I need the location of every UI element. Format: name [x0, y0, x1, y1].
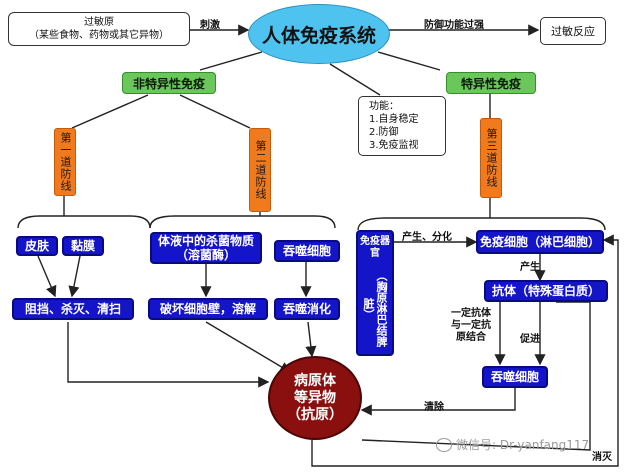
phagocytic-digestion-box: 吞噬消化	[274, 298, 340, 320]
function-item-3: 3.免疫监视	[369, 140, 419, 151]
functions-box: 功能： 1.自身稳定 2.防御 3.免疫监视	[358, 96, 446, 156]
promote-label: 促进	[520, 334, 540, 345]
function-item-2: 2.防御	[369, 127, 399, 138]
clear-label: 清除	[424, 402, 444, 413]
pathogen-line1: 病原体	[294, 372, 336, 389]
allergen-title: 过敏原	[84, 17, 114, 28]
antibody-box: 抗体（特殊蛋白质）	[484, 280, 608, 302]
bactericidal-line2: （溶菌酶）	[175, 248, 236, 262]
eliminate-label: 消灭	[592, 452, 612, 463]
immune-organs-box: 免疫器官 （胸原淋巴结脾脏）	[356, 230, 394, 356]
first-line-defense: 第一道防线	[54, 128, 76, 196]
produce-label: 产生	[520, 262, 540, 273]
bactericidal-line1: 体液中的杀菌物质	[157, 234, 254, 248]
immune-system-ellipse: 人体免疫系统	[248, 4, 390, 64]
defense-overstrong-label: 防御功能过强	[424, 20, 484, 31]
watermark: 微信号: Dr-yanfang117	[436, 436, 589, 453]
allergen-examples: （某些食物、药物或其它异物）	[29, 30, 169, 41]
specific-immunity-box: 特异性免疫	[446, 72, 536, 94]
immune-cells-box: 免疫细胞（淋巴细胞）	[476, 230, 604, 254]
pathogen-line3: （抗原）	[287, 406, 343, 423]
produce-differentiate-label: 产生、分化	[402, 232, 452, 243]
block-kill-clean-box: 阻挡、杀灭、清扫	[12, 298, 134, 320]
functions-title: 功能：	[369, 101, 399, 112]
allergen-box: 过敏原 （某些食物、药物或其它异物）	[8, 12, 190, 46]
phagocyte-box-right: 吞噬细胞	[482, 366, 548, 388]
third-line-defense: 第三道防线	[480, 118, 502, 198]
pathogen-line2: 等异物	[294, 389, 336, 406]
second-line-defense: 第二道防线	[249, 128, 271, 212]
wechat-icon	[436, 437, 452, 452]
pathogen-circle: 病原体 等异物 （抗原）	[268, 356, 362, 440]
skin-box: 皮肤	[16, 236, 58, 256]
destroy-cell-wall-box: 破坏细胞壁，溶解	[148, 298, 268, 320]
allergic-reaction-box: 过敏反应	[540, 17, 606, 45]
immune-organs-title: 免疫器官	[360, 236, 390, 259]
nonspecific-immunity-box: 非特异性免疫	[122, 72, 216, 94]
function-item-1: 1.自身稳定	[369, 114, 419, 125]
immune-organs-detail: （胸原淋巴结脾脏）	[362, 270, 388, 347]
center-title: 人体免疫系统	[261, 24, 376, 47]
phagocyte-box-left: 吞噬细胞	[274, 240, 340, 262]
bind-antigen-label: 一定抗体与一定抗原结合	[451, 308, 491, 343]
bactericidal-substance-box: 体液中的杀菌物质 （溶菌酶）	[150, 232, 262, 264]
stimulate-label: 刺激	[200, 20, 220, 31]
mucosa-box: 黏膜	[62, 236, 104, 256]
watermark-text: 微信号: Dr-yanfang117	[456, 438, 590, 452]
